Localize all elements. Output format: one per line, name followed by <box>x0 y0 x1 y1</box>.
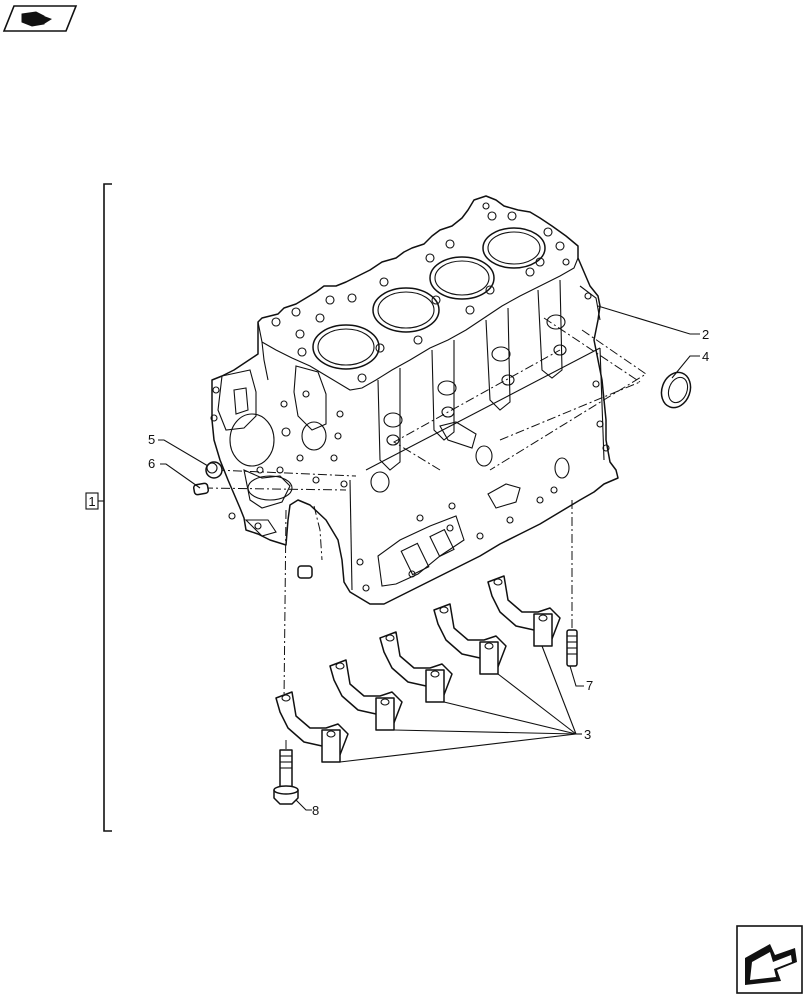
bearing-cap-3 <box>379 631 453 703</box>
stud <box>566 629 578 667</box>
cap-bolt <box>273 749 299 805</box>
callout-3: 3 <box>584 727 591 742</box>
leader-lines <box>158 305 700 811</box>
next-page-arrow-icon[interactable] <box>736 925 803 994</box>
sleeve <box>297 565 313 579</box>
rear-seal-ring <box>660 371 692 409</box>
alignment-lines <box>203 317 647 758</box>
group-bracket <box>98 183 112 832</box>
bearing-cap-1 <box>275 691 349 763</box>
callout-5: 5 <box>148 432 155 447</box>
callout-4: 4 <box>702 349 709 364</box>
main-bearing-caps <box>275 575 561 763</box>
callout-8: 8 <box>312 803 319 818</box>
bearing-cap-4 <box>433 603 507 675</box>
callout-7: 7 <box>586 678 593 693</box>
book-page-icon[interactable] <box>2 5 78 32</box>
bearing-cap-5 <box>487 575 561 647</box>
plug <box>205 461 223 479</box>
engine-block <box>210 195 619 605</box>
callout-2: 2 <box>702 327 709 342</box>
group-label-box: 1 <box>85 492 99 510</box>
callout-6: 6 <box>148 456 155 471</box>
group-label: 1 <box>88 494 95 509</box>
bearing-cap-2 <box>329 659 403 731</box>
callout-labels: 2 3 4 5 6 7 8 <box>148 327 709 818</box>
